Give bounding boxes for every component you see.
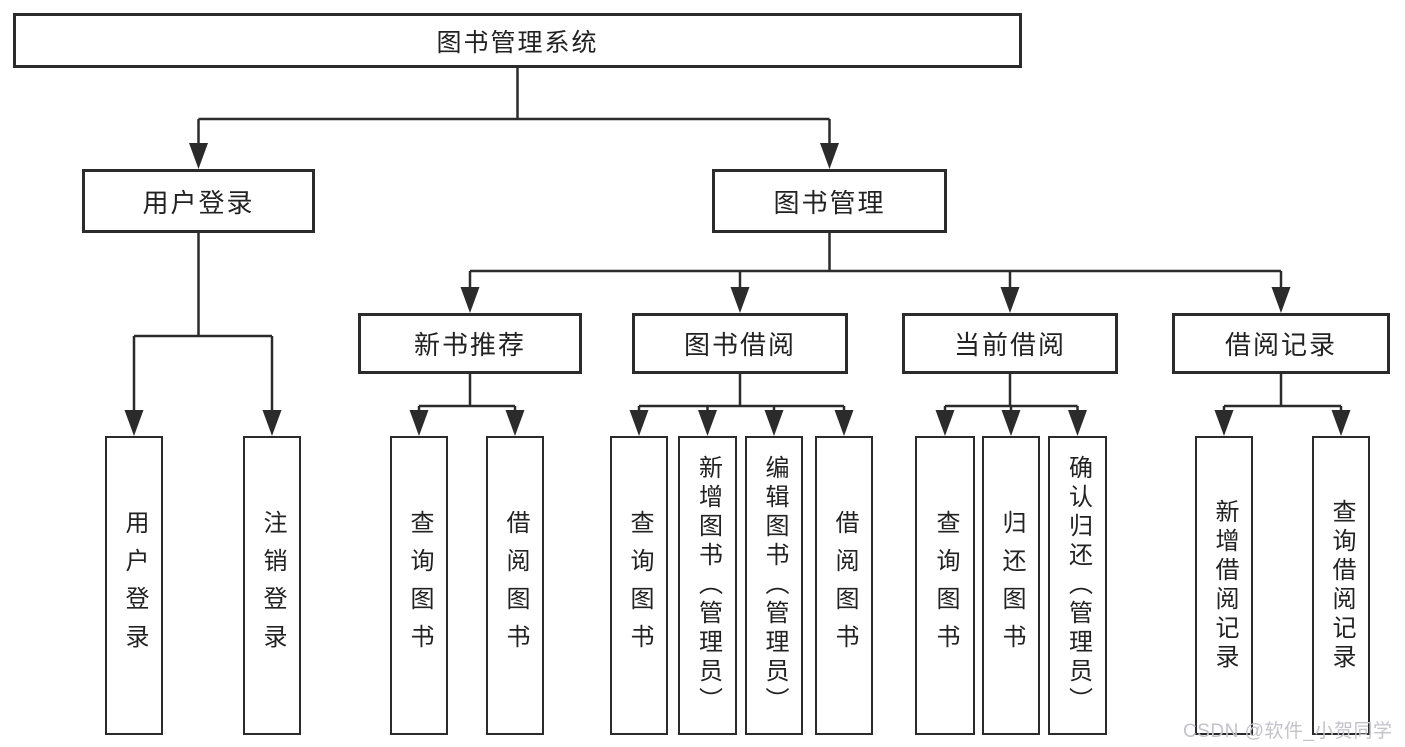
node-add-book-admin: 新增图书（管理员） [678,436,737,735]
node-query-borrow-record: 查询借阅记录 [1312,436,1370,735]
node-return-books: 归还图书 [982,436,1040,735]
node-query-books-2: 查询图书 [610,436,668,735]
node-borrowing-records: 借阅记录 [1172,313,1390,374]
node-logout-leaf: 注销登录 [243,436,301,735]
node-borrow-books-1: 借阅图书 [486,436,544,735]
node-user-login-leaf: 用户登录 [105,436,163,735]
node-query-books-3: 查询图书 [915,436,975,735]
node-user-login: 用户登录 [82,169,315,233]
node-query-books-1: 查询图书 [390,436,448,735]
node-book-borrowing: 图书借阅 [632,313,848,374]
node-add-borrow-record: 新增借阅记录 [1195,436,1253,735]
node-book-management: 图书管理 [712,169,947,233]
node-edit-book-admin: 编辑图书（管理员） [745,436,803,735]
node-borrow-books-2: 借阅图书 [815,436,873,735]
node-library-management-system: 图书管理系统 [13,13,1022,68]
node-current-borrowing: 当前借阅 [902,313,1118,374]
csdn-watermark: CSDN @软件_小贺同学 [1183,721,1393,742]
node-new-book-recommendation: 新书推荐 [358,313,582,374]
node-confirm-return-admin: 确认归还（管理员） [1048,436,1107,735]
arrowheads [124,143,1351,436]
